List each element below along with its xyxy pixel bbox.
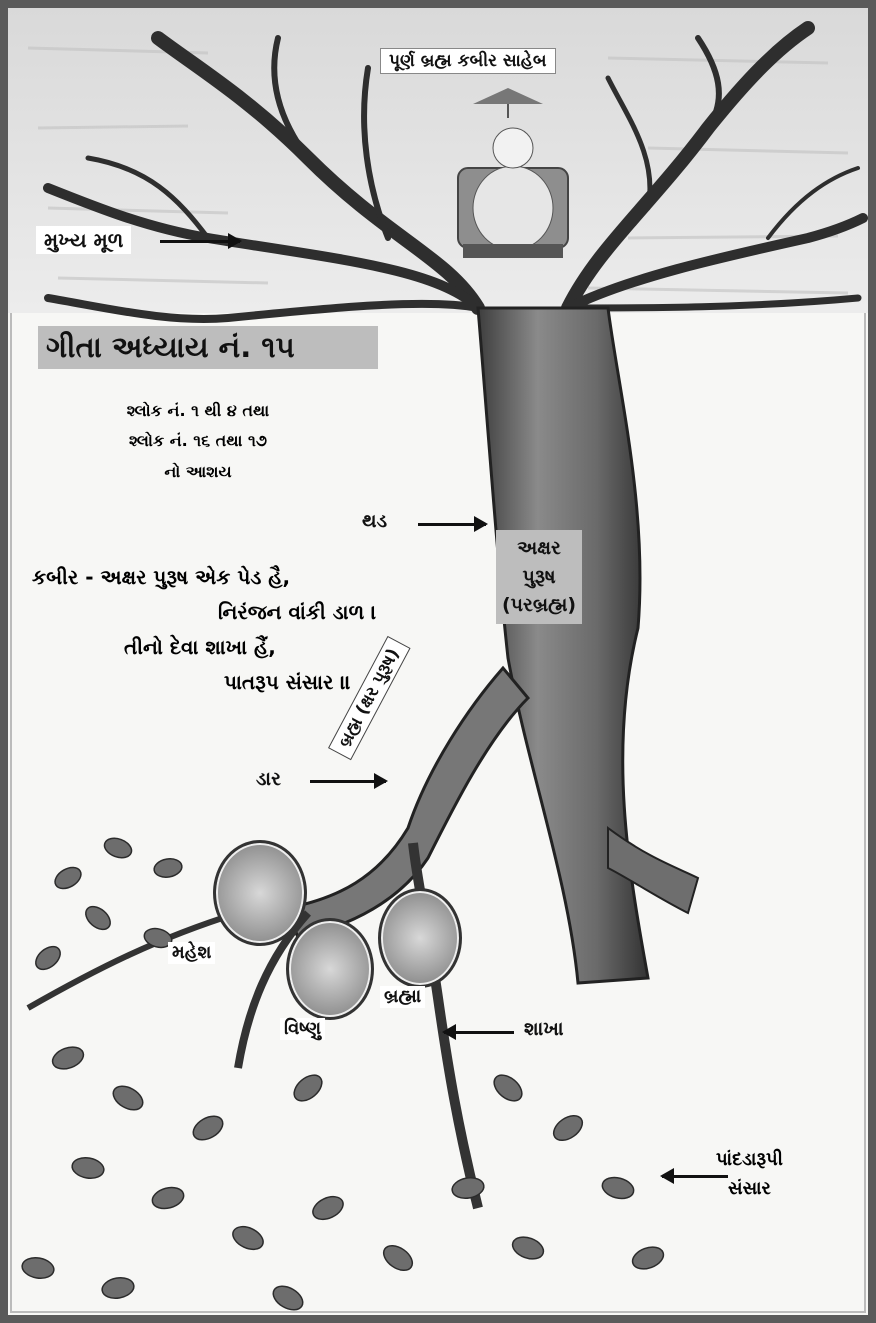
label-leaves: પાંદડારૂપી સંસાર	[716, 1146, 783, 1204]
arrow-main-root	[160, 240, 240, 243]
trunk-label-line: (પરબ્રહ્મ)	[502, 591, 576, 620]
subheading-line: નો આશય	[68, 457, 328, 487]
trunk-label-box: અક્ષર પુરૂષ (પરબ્રહ્મ)	[496, 530, 582, 624]
label-shakha: શાખા	[524, 1018, 564, 1041]
label-mahesh: મહેશ	[168, 942, 215, 964]
trunk-label-line: અક્ષર	[502, 534, 576, 563]
label-trunk: થડ	[362, 510, 387, 533]
vishnu-medallion	[286, 918, 374, 1020]
title-kabir-saheb: પૂર્ણ બ્રહ્મ કબીર સાહેબ	[380, 48, 556, 74]
label-main-root: મુખ્ય મૂળ	[36, 226, 131, 254]
arrow-shakha	[444, 1031, 514, 1034]
label-vishnu: વિષ્ણુ	[280, 1018, 325, 1040]
arrow-dar	[310, 780, 386, 783]
leaves-line: પાંદડારૂપી	[716, 1146, 783, 1175]
subheading-line: શ્લોક નં. ૧ થી ૪ તથા	[68, 396, 328, 426]
brahma-medallion	[378, 888, 462, 988]
heading-gita-chapter: ગીતા અધ્યાય નં. ૧૫	[38, 326, 378, 369]
verse-line: પાતરૂપ સંસાર ॥	[28, 665, 468, 700]
kabir-verse: કબીર - અક્ષર પુરૂષ એક પેડ હૈ, નિરંજન વાં…	[28, 560, 468, 700]
trunk	[478, 308, 648, 983]
subheading-line: શ્લોક નં. ૧૬ તથા ૧૭	[68, 426, 328, 456]
leaves-line: સંસાર	[716, 1175, 783, 1204]
trunk-label-line: પુરૂષ	[502, 563, 576, 592]
label-brahma: બ્રહ્મા	[380, 986, 425, 1008]
mahesh-medallion	[213, 840, 307, 946]
subheading-block: શ્લોક નં. ૧ થી ૪ તથા શ્લોક નં. ૧૬ તથા ૧૭…	[68, 396, 328, 487]
label-dar: ડાર	[256, 768, 281, 791]
arrow-trunk	[418, 523, 486, 526]
verse-line: કબીર - અક્ષર પુરૂષ એક પેડ હૈ,	[28, 560, 468, 595]
verse-line: નિરંજન વાંકી ડાળ ।	[28, 595, 468, 630]
